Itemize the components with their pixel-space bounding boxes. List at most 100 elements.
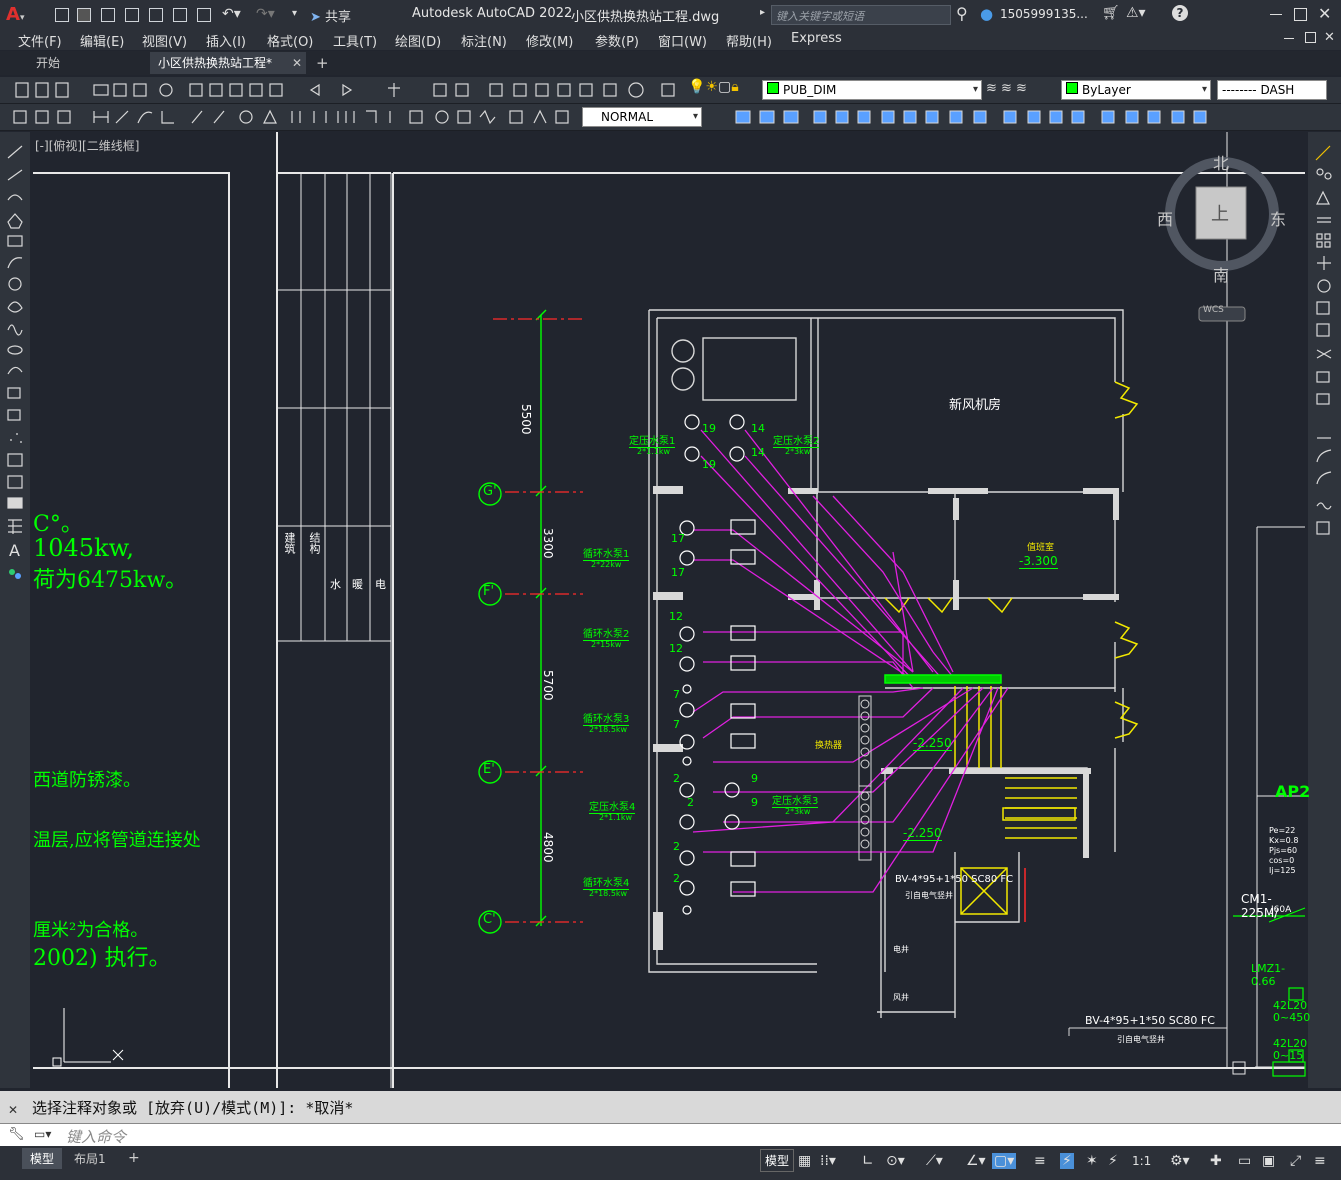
color-value: ByLayer xyxy=(1082,83,1131,97)
menu-window[interactable]: 窗口(W) xyxy=(658,35,707,50)
pump-spec: 2*1.1kw xyxy=(637,447,670,456)
customize-icon[interactable]: 🔧︎ xyxy=(8,1127,25,1142)
wcs-label[interactable]: WCS xyxy=(1203,305,1224,315)
doc-close-icon[interactable]: ✕ xyxy=(1324,30,1335,45)
standard-toolbar-icons[interactable] xyxy=(6,80,686,100)
annotation-visibility-icon[interactable]: ⚡ xyxy=(1060,1153,1074,1169)
annotation-scale-icon[interactable]: ⚡ xyxy=(1108,1153,1118,1169)
save-web-icon[interactable] xyxy=(173,8,187,22)
tab-layout1[interactable]: 布局1 xyxy=(74,1152,106,1166)
command-close-icon[interactable]: ✕ xyxy=(8,1103,19,1117)
file-title: 小区供热换热站工程.dwg xyxy=(571,10,720,25)
help-icon[interactable]: ? xyxy=(1172,5,1188,21)
search-icon[interactable]: ⚲ xyxy=(956,4,968,23)
drawing-canvas[interactable]: [-][俯视][二维线框] xyxy=(33,132,1310,1088)
menu-express[interactable]: Express xyxy=(791,31,842,46)
menu-view[interactable]: 视图(V) xyxy=(142,35,188,50)
otrack-icon[interactable]: ▢▾ xyxy=(992,1153,1017,1169)
tab-start[interactable]: 开始 xyxy=(36,56,61,70)
new-tab-icon[interactable]: + xyxy=(316,54,329,72)
plot-icon[interactable] xyxy=(197,8,211,22)
annotation-scale-value[interactable]: 1:1 xyxy=(1132,1154,1152,1168)
modify-side-icons[interactable] xyxy=(1308,132,1341,552)
quick-properties-icon[interactable]: ▣ xyxy=(1262,1153,1276,1169)
cart-icon[interactable]: 🛒︎ xyxy=(1102,5,1120,21)
customize-status-icon[interactable]: ≡ xyxy=(1314,1153,1326,1169)
polar-icon[interactable]: ⊙▾ xyxy=(886,1153,905,1169)
tab-close-icon[interactable]: ✕ xyxy=(291,56,302,70)
workspace-gear-icon[interactable]: ⚙▾ xyxy=(1170,1153,1190,1169)
menu-file[interactable]: 文件(F) xyxy=(18,35,62,50)
meter-value: 42L20 xyxy=(1273,999,1308,1012)
customize-qat-icon[interactable]: ▾ xyxy=(292,8,298,19)
fullscreen-icon[interactable]: ⤢ xyxy=(1290,1153,1302,1169)
menu-insert[interactable]: 插入(I) xyxy=(206,35,246,50)
viewcube-west[interactable]: 西 xyxy=(1157,210,1174,229)
menu-draw[interactable]: 绘图(D) xyxy=(395,35,442,50)
layer-state-icons[interactable]: 💡☀▢🔒︎ xyxy=(688,79,739,95)
viewcube-top[interactable]: 上 xyxy=(1211,204,1229,225)
viewcube-north[interactable]: 北 xyxy=(1213,154,1230,173)
menu-tools[interactable]: 工具(T) xyxy=(333,35,378,50)
doc-restore-icon[interactable] xyxy=(1305,32,1316,43)
share-button[interactable]: ➤ 共享 xyxy=(310,10,352,25)
pump-number: 17 xyxy=(671,532,685,545)
annotation-autoscale-icon[interactable]: ✶ xyxy=(1086,1153,1098,1169)
new-file-icon[interactable] xyxy=(55,8,69,22)
close-icon[interactable]: ✕ xyxy=(1318,4,1332,23)
tab-drawing[interactable]: 小区供热换热站工程*✕ xyxy=(150,52,306,74)
save-icon[interactable] xyxy=(101,8,115,22)
search-input[interactable]: 键入关键字或短语 xyxy=(771,5,951,25)
layer-tools-icons[interactable]: ≋ ≋ ≋ xyxy=(986,81,1027,96)
autocad-logo-icon[interactable]: A▾ xyxy=(6,4,25,25)
units-icon[interactable]: ▭ xyxy=(1238,1153,1252,1169)
expand-search-icon[interactable]: ▸ xyxy=(760,7,766,18)
ortho-icon[interactable]: ∟ xyxy=(862,1153,874,1169)
add-layout-icon[interactable]: + xyxy=(128,1150,140,1166)
pump-spec: 2*22kw xyxy=(591,560,622,569)
menu-modify[interactable]: 修改(M) xyxy=(526,35,574,50)
dimension-toolbar-icons[interactable] xyxy=(10,107,580,127)
menu-edit[interactable]: 编辑(E) xyxy=(80,35,125,50)
annotation-monitor-icon[interactable]: ✚ xyxy=(1210,1153,1222,1169)
minimize-icon[interactable] xyxy=(1270,14,1282,15)
linetype-dropdown[interactable]: -------- DASH xyxy=(1217,80,1327,100)
user-name[interactable]: 1505999135... xyxy=(1000,7,1088,21)
user-icon[interactable]: ● xyxy=(980,5,994,23)
cable-label: BV-4*95+1*50 SC80 FC xyxy=(1085,1014,1215,1027)
textstyle-dropdown[interactable]: NORMAL▾ xyxy=(582,107,702,127)
menu-parametric[interactable]: 参数(P) xyxy=(595,35,639,50)
color-dropdown[interactable]: ByLayer▾ xyxy=(1061,80,1211,100)
osnap-icon[interactable]: ∠▾ xyxy=(966,1153,986,1169)
tab-model[interactable]: 模型 xyxy=(22,1148,63,1169)
maximize-icon[interactable] xyxy=(1294,8,1307,21)
isodraft-icon[interactable]: ⟋▾ xyxy=(926,1153,943,1169)
viewcube[interactable] xyxy=(1165,157,1279,322)
grid-icon[interactable]: ▦ xyxy=(798,1153,812,1169)
redo-icon[interactable]: ↷▾ xyxy=(256,6,275,22)
viewcube-east[interactable]: 东 xyxy=(1270,210,1287,229)
room-label: 新风机房 xyxy=(949,398,1002,413)
dimstyle-dropdown[interactable]: PUB_DIM▾ xyxy=(762,80,982,100)
snap-icon[interactable]: ⁞⁞▾ xyxy=(820,1153,836,1169)
open-web-icon[interactable] xyxy=(149,8,163,22)
status-bar xyxy=(0,1146,1341,1180)
recent-commands-icon[interactable]: ▭▾ xyxy=(34,1127,52,1141)
autodesk-app-icon[interactable]: ⚠▾ xyxy=(1126,5,1146,21)
viewport-label[interactable]: [-][俯视][二维线框] xyxy=(35,139,140,153)
open-file-icon[interactable] xyxy=(77,8,91,22)
save-as-icon[interactable] xyxy=(125,8,139,22)
menu-help[interactable]: 帮助(H) xyxy=(726,35,772,50)
model-space-button[interactable]: 模型 xyxy=(760,1149,795,1172)
table-col: 结构 xyxy=(308,532,321,554)
undo-icon[interactable]: ↶▾ xyxy=(222,6,241,22)
viewcube-south[interactable]: 南 xyxy=(1213,266,1230,285)
lineweight-icon[interactable]: ≡ xyxy=(1034,1153,1046,1169)
app-title: Autodesk AutoCAD 2022 xyxy=(412,6,573,21)
draw-toolbar-icons[interactable]: A xyxy=(0,132,30,592)
menu-dimension[interactable]: 标注(N) xyxy=(461,35,507,50)
doc-minimize-icon[interactable] xyxy=(1284,38,1294,39)
menu-format[interactable]: 格式(O) xyxy=(267,35,314,50)
modify-toolbar-icons[interactable] xyxy=(706,107,1216,127)
command-input[interactable]: 键入命令 xyxy=(66,1128,127,1146)
